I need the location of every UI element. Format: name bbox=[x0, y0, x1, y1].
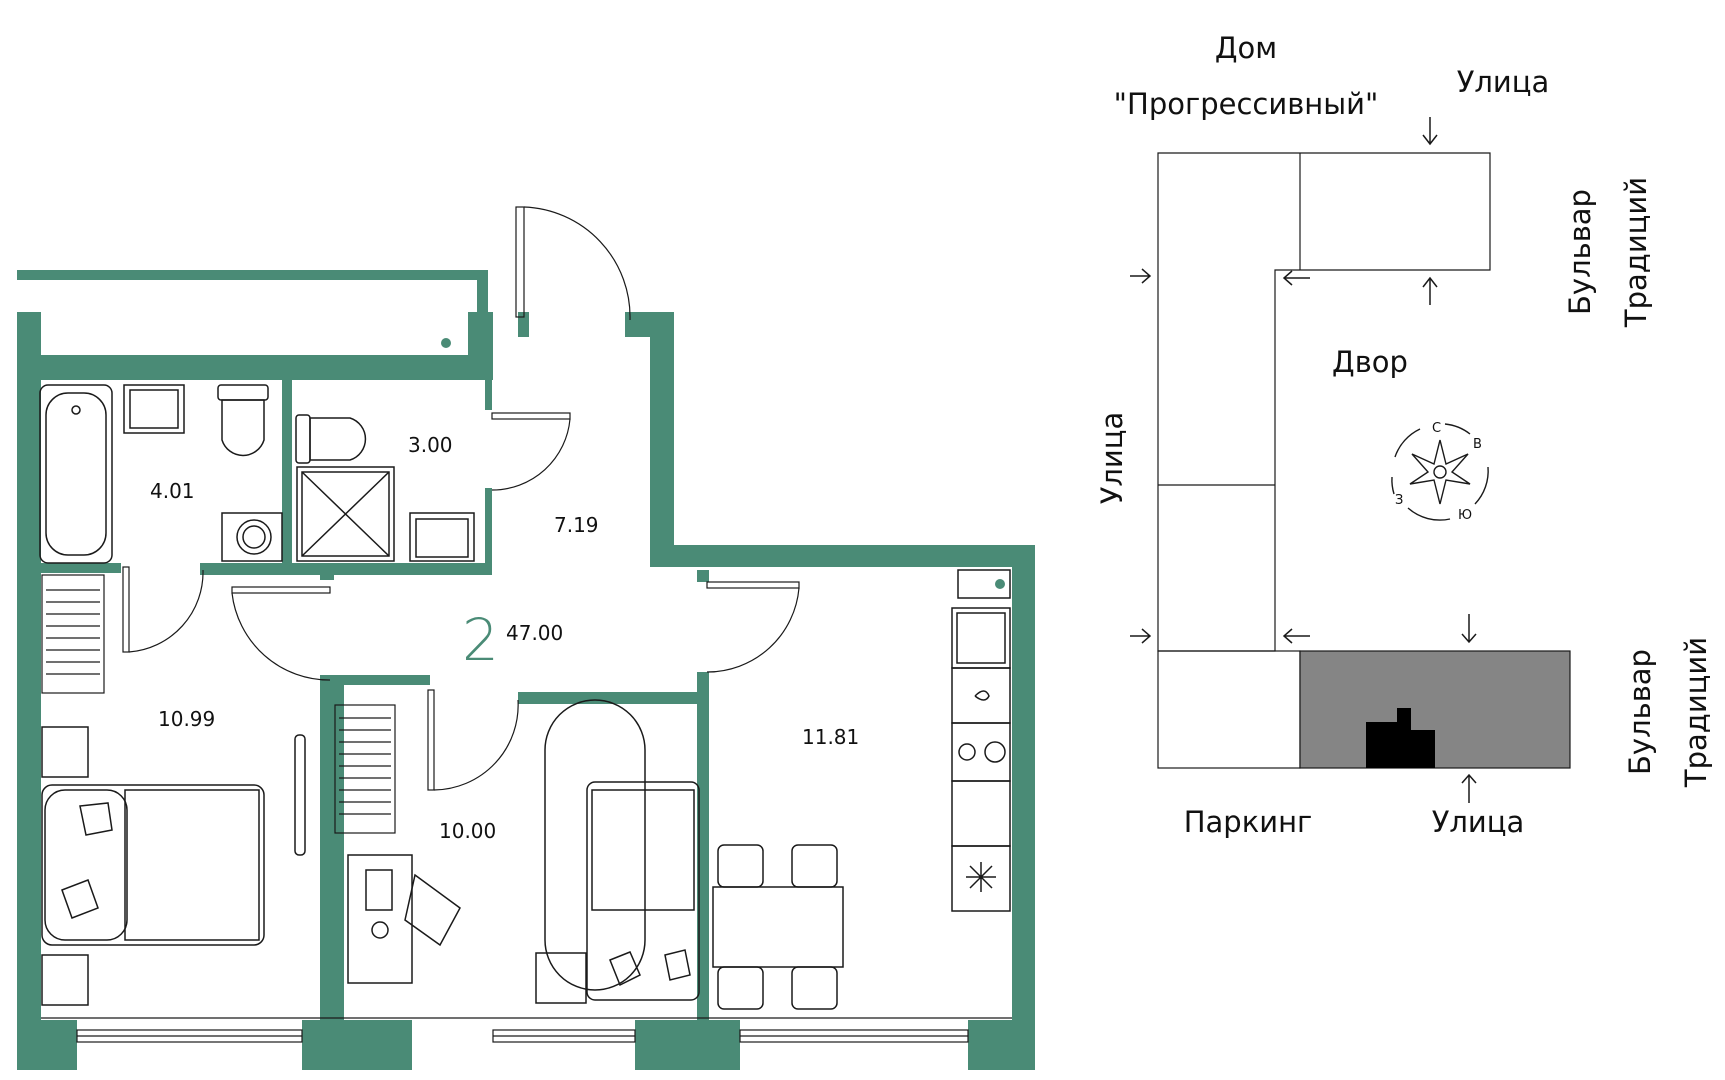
outlet-dot-kitchen bbox=[995, 579, 1005, 589]
double-bed bbox=[41, 784, 265, 946]
pillow-2 bbox=[61, 879, 99, 919]
balcony-outlet bbox=[957, 569, 1011, 599]
compass-north: С bbox=[1432, 421, 1441, 436]
fridge bbox=[951, 845, 1011, 912]
wc-fixtures bbox=[295, 414, 475, 562]
rug bbox=[544, 699, 646, 991]
bathroom-door-leaf bbox=[122, 566, 130, 653]
wc-door-leaf bbox=[491, 412, 571, 420]
bedroom-left-furniture bbox=[41, 726, 306, 1006]
counter-2 bbox=[951, 780, 1011, 847]
bedroom-left-door-leaf bbox=[231, 586, 331, 594]
boulevard-top-line1: Бульвар bbox=[1563, 189, 1597, 315]
wc-sink bbox=[409, 512, 475, 562]
radiator-left bbox=[41, 574, 105, 694]
courtyard-label: Двор bbox=[1332, 345, 1408, 379]
kitchen-furniture bbox=[712, 569, 1011, 1010]
tv-stand bbox=[294, 734, 306, 856]
bedroom-middle-furniture bbox=[347, 699, 700, 1004]
compass-east: В bbox=[1473, 437, 1482, 452]
street-bottom-label: Улица bbox=[1432, 805, 1525, 839]
toilet-bath bbox=[217, 384, 269, 401]
nightstand-bottom bbox=[41, 954, 89, 1006]
windows bbox=[41, 1017, 1012, 1043]
bathroom-fixtures bbox=[39, 384, 283, 564]
street-top-label: Улица bbox=[1457, 65, 1550, 99]
counter-1 bbox=[951, 667, 1011, 724]
area-bathroom: 4.01 bbox=[150, 479, 195, 503]
floor-plan: 4.01 3.00 7.19 10.99 10.00 11.81 2 47.00 bbox=[17, 206, 1035, 1070]
washing-machine bbox=[221, 512, 283, 562]
entrance-door-swing bbox=[523, 206, 631, 321]
compass: С В Ю З bbox=[1391, 421, 1489, 523]
dining-table bbox=[712, 886, 844, 968]
desk bbox=[347, 854, 413, 984]
radiator-middle bbox=[334, 704, 396, 834]
walls bbox=[17, 270, 1035, 1070]
access-arrows bbox=[1130, 117, 1477, 803]
toilet-wc bbox=[295, 414, 311, 464]
site-plan: С В Ю З Дом "Прогрессивный" Улица Двор П… bbox=[1095, 31, 1713, 839]
compass-west: З bbox=[1395, 493, 1403, 508]
building-name-line1: Дом bbox=[1215, 31, 1277, 65]
ottoman bbox=[535, 952, 587, 1004]
boulevard-bottom-line1: Бульвар bbox=[1623, 649, 1657, 775]
area-hall: 7.19 bbox=[554, 513, 599, 537]
compass-star bbox=[1409, 439, 1471, 505]
single-bed bbox=[586, 781, 700, 1001]
area-wc: 3.00 bbox=[408, 433, 453, 457]
parking-label: Паркинг bbox=[1184, 805, 1313, 839]
bedroom-middle-door-leaf bbox=[427, 689, 435, 791]
area-bedroom-left: 10.99 bbox=[158, 707, 215, 731]
boulevard-top-line2: Традиций bbox=[1619, 177, 1653, 328]
sink bbox=[123, 384, 185, 434]
doors bbox=[122, 206, 800, 791]
boulevard-bottom-line2: Традиций bbox=[1679, 637, 1713, 788]
pillow-1 bbox=[79, 802, 113, 836]
total-area: 47.00 bbox=[506, 621, 563, 645]
parking-building-icon bbox=[1366, 708, 1435, 768]
rooms-count: 2 bbox=[462, 606, 499, 674]
outlet-dot-top bbox=[441, 338, 451, 348]
bathtub bbox=[39, 384, 113, 564]
street-left-label: Улица bbox=[1095, 412, 1129, 505]
kitchen-door-leaf bbox=[706, 581, 800, 589]
stove bbox=[951, 722, 1011, 782]
compass-south: Ю bbox=[1458, 508, 1472, 523]
entrance-door-leaf bbox=[515, 206, 525, 318]
nightstand-top bbox=[41, 726, 89, 778]
area-kitchen-living: 11.81 bbox=[802, 725, 859, 749]
office-chair bbox=[404, 873, 461, 947]
radiators bbox=[41, 574, 396, 834]
shower-tray bbox=[296, 466, 395, 562]
area-bedroom-middle: 10.00 bbox=[439, 819, 496, 843]
kitchen-sink bbox=[951, 607, 1011, 669]
building-name-line2: "Прогрессивный" bbox=[1114, 87, 1379, 121]
